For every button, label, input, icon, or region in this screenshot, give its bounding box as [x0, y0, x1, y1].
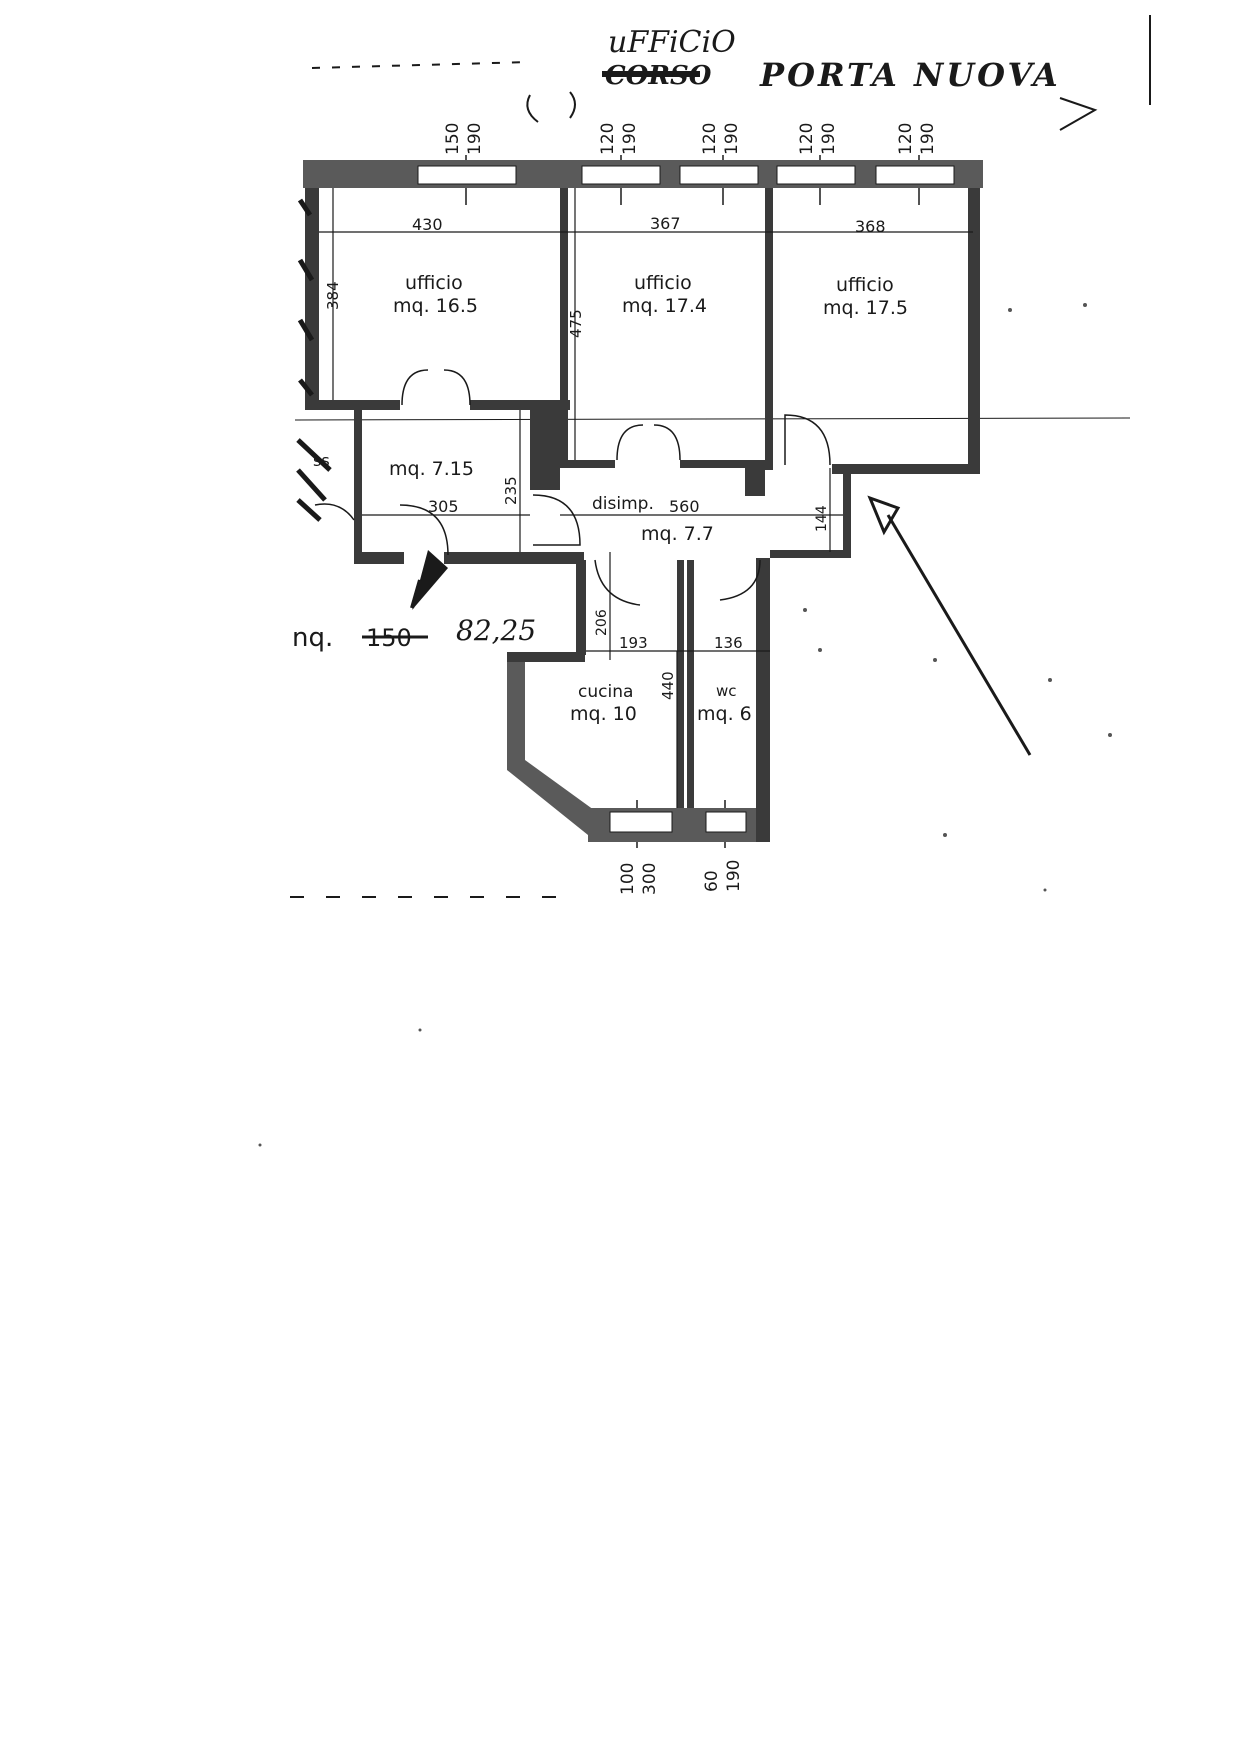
hall-name: disimp. [592, 494, 654, 514]
room-office3: 368 ufficio mq. 17.5 [823, 217, 908, 319]
doors [314, 369, 831, 606]
window-spec-6: 100 300 [618, 863, 660, 895]
office2-depth: 475 [567, 309, 585, 338]
section-line [294, 417, 1131, 421]
window-spec-7: 60 190 [702, 860, 744, 892]
svg-text:190: 190 [465, 123, 485, 155]
window-spec-3: 120 190 [700, 123, 742, 155]
entrance-arrows [410, 495, 1032, 756]
door-wc [719, 559, 761, 601]
door-office1 [401, 369, 471, 406]
entry-width: 305 [428, 497, 459, 516]
door-left [314, 503, 355, 521]
hall-extra: 206 [594, 609, 610, 636]
door-kitchen [594, 559, 641, 606]
main-entrance-arrow [412, 550, 448, 610]
window-specs: 150 190 120 190 120 190 120 190 120 190 … [443, 123, 938, 895]
office2-area: mq. 17.4 [622, 295, 707, 317]
svg-text:120: 120 [896, 123, 916, 155]
wc-name: wc [716, 682, 737, 700]
heading: uFFiCiO CORSO PORTA NUOVA [526, 15, 1151, 131]
entry-depth: 235 [502, 476, 520, 505]
room-wc: 136 wc mq. 6 [697, 634, 752, 725]
room-kitchen: 193 cucina mq. 10 440 [570, 634, 677, 725]
kitchen-width: 193 [619, 634, 648, 652]
office2-width: 367 [650, 214, 681, 233]
walls [296, 160, 983, 842]
office1-width: 430 [412, 215, 443, 234]
kitchen-depth: 440 [659, 671, 677, 700]
svg-text:120: 120 [797, 123, 817, 155]
entry-area: mq. 7.15 [389, 458, 474, 480]
svg-text:150: 150 [443, 123, 463, 155]
office1-area: mq. 16.5 [393, 295, 478, 317]
door-entry [532, 494, 581, 546]
window-spec-1: 150 190 [443, 123, 485, 155]
office2-name: ufficio [634, 272, 692, 294]
total-value: 82,25 [456, 614, 536, 647]
svg-text:120: 120 [598, 123, 618, 155]
heading-scribble [526, 91, 576, 123]
office3-name: ufficio [836, 274, 894, 296]
window-spec-5: 120 190 [896, 123, 938, 155]
total-prefix: nq. [292, 623, 333, 653]
scan-marks [258, 303, 1112, 1147]
svg-text:190: 190 [722, 123, 742, 155]
wc-width: 136 [714, 634, 743, 652]
heading-street: PORTA NUOVA [759, 56, 1061, 94]
hall-width: 560 [669, 497, 700, 516]
window-spec-4: 120 190 [797, 123, 839, 155]
total-area: nq. 150 82,25 [292, 614, 536, 653]
heading-bracket [1059, 97, 1098, 131]
dimension-lines [319, 188, 973, 808]
room-office2: 367 ufficio mq. 17.4 475 [567, 214, 707, 338]
room-hall: disimp. 560 mq. 7.7 144 206 [592, 494, 830, 636]
room-entry: mq. 7.15 305 235 ss [313, 451, 520, 516]
hall-depth: 144 [814, 505, 830, 532]
door-main [399, 504, 449, 556]
room-office1: 430 ufficio mq. 16.5 384 [324, 215, 478, 317]
office1-name: ufficio [405, 272, 463, 294]
svg-text:190: 190 [819, 123, 839, 155]
svg-text:190: 190 [620, 123, 640, 155]
svg-text:190: 190 [724, 860, 744, 892]
side-entrance-arrow [886, 514, 1032, 756]
kitchen-area: mq. 10 [570, 703, 637, 725]
kitchen-name: cucina [578, 682, 633, 702]
svg-text:300: 300 [640, 863, 660, 895]
svg-text:60: 60 [702, 870, 722, 892]
office3-width: 368 [855, 217, 886, 236]
office1-depth: 384 [324, 281, 342, 310]
entry-side-label: ss [313, 451, 330, 470]
svg-text:100: 100 [618, 863, 638, 895]
svg-text:190: 190 [918, 123, 938, 155]
door-office2 [616, 424, 681, 461]
hall-area: mq. 7.7 [641, 523, 714, 545]
dashed-outline [290, 61, 1131, 898]
window-spec-2: 120 190 [598, 123, 640, 155]
heading-office: uFFiCiO [608, 25, 736, 60]
wc-area: mq. 6 [697, 703, 752, 725]
svg-text:120: 120 [700, 123, 720, 155]
office3-area: mq. 17.5 [823, 297, 908, 319]
door-office3 [784, 414, 831, 466]
